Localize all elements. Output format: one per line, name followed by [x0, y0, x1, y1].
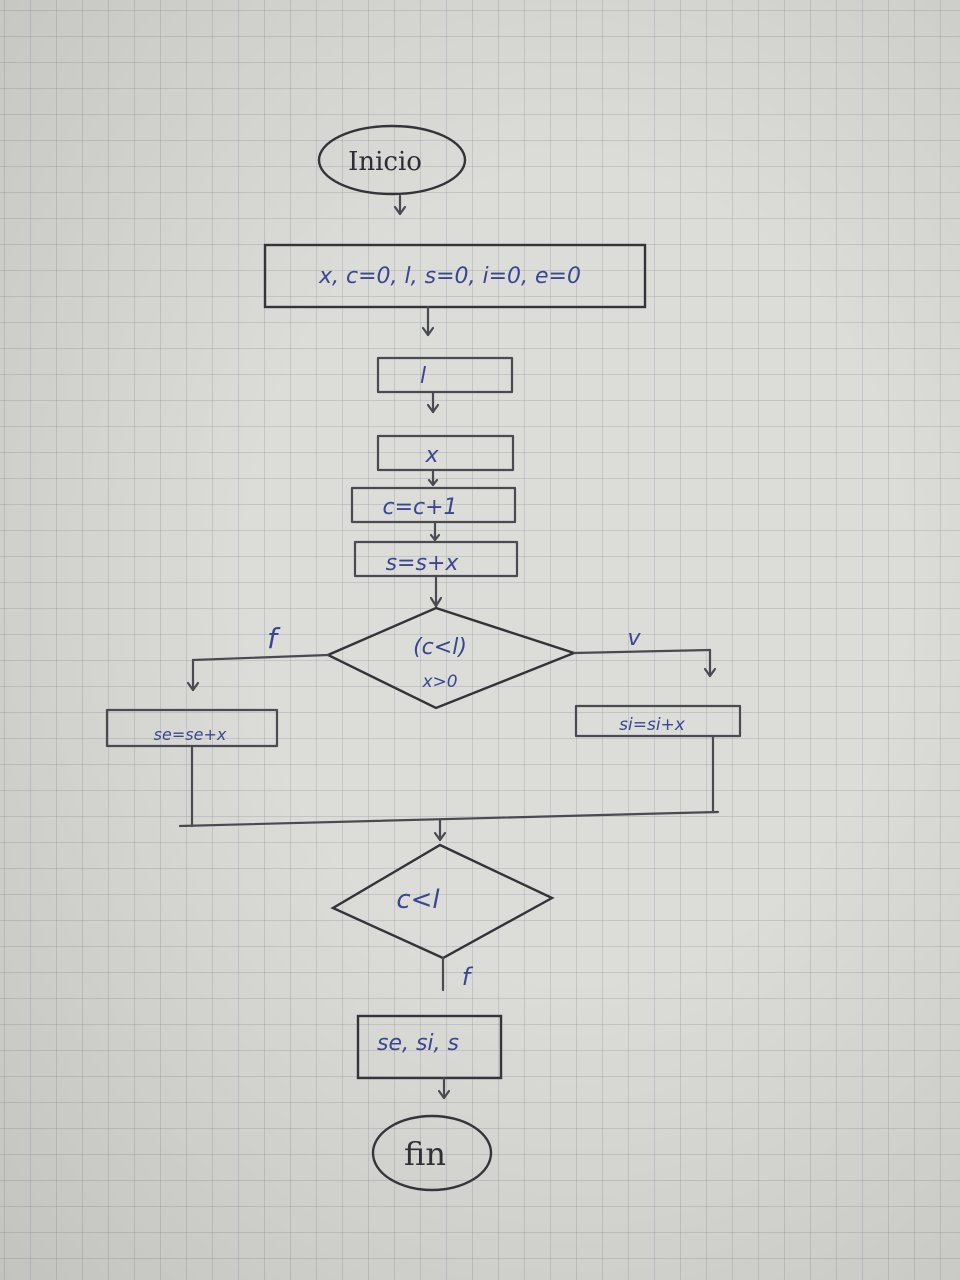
start-label: Inicio — [348, 147, 422, 177]
arrow-output-end — [437, 1076, 451, 1100]
decision-1-true-label: v — [627, 626, 641, 651]
arrow-sum-decision — [429, 574, 443, 608]
input-x-box: x — [376, 434, 515, 472]
decision-1-true-path: v — [572, 626, 717, 678]
arrow-x-count — [427, 468, 439, 487]
sum-box: s=s+x — [353, 540, 519, 578]
false-branch-box: se=se+x — [105, 708, 279, 748]
output-label: se, si, s — [377, 1031, 459, 1056]
count-label: c=c+1 — [382, 495, 457, 520]
true-branch-box: si=si+x — [574, 704, 742, 738]
init-label: x, c=0, l, s=0, i=0, e=0 — [318, 264, 581, 289]
decision-1-false-path: f — [186, 622, 330, 692]
decision-1-line2: x>0 — [421, 672, 457, 692]
input-l-label: l — [420, 364, 426, 389]
false-branch-label: se=se+x — [154, 725, 227, 744]
init-box: x, c=0, l, s=0, i=0, e=0 — [263, 243, 647, 309]
output-box: se, si, s — [356, 1014, 503, 1080]
true-branch-label: si=si+x — [619, 715, 686, 735]
decision-1-line1: (c<l) — [413, 635, 467, 660]
arrow-count-sum — [429, 520, 441, 542]
arrow-l-x — [426, 390, 440, 414]
input-l-box: l — [376, 356, 514, 394]
input-x-label: x — [424, 443, 439, 468]
decision-1-diamond: (c<l) x>0 — [325, 606, 578, 710]
end-label: fin — [404, 1135, 446, 1173]
decision-1-false-label: f — [267, 622, 281, 655]
arrow-init-l — [421, 305, 435, 337]
end-terminal: fin — [371, 1114, 493, 1192]
merge-lines — [178, 734, 720, 842]
count-box: c=c+1 — [350, 486, 517, 524]
decision-2-false-path: f — [441, 956, 474, 992]
decision-2-false-label: f — [462, 963, 474, 991]
arrow-start-init — [393, 194, 407, 216]
decision-2-diamond: c<l — [330, 843, 555, 960]
sum-label: s=s+x — [386, 551, 460, 576]
decision-2-label: c<l — [396, 885, 440, 915]
start-terminal: Inicio — [317, 124, 467, 196]
